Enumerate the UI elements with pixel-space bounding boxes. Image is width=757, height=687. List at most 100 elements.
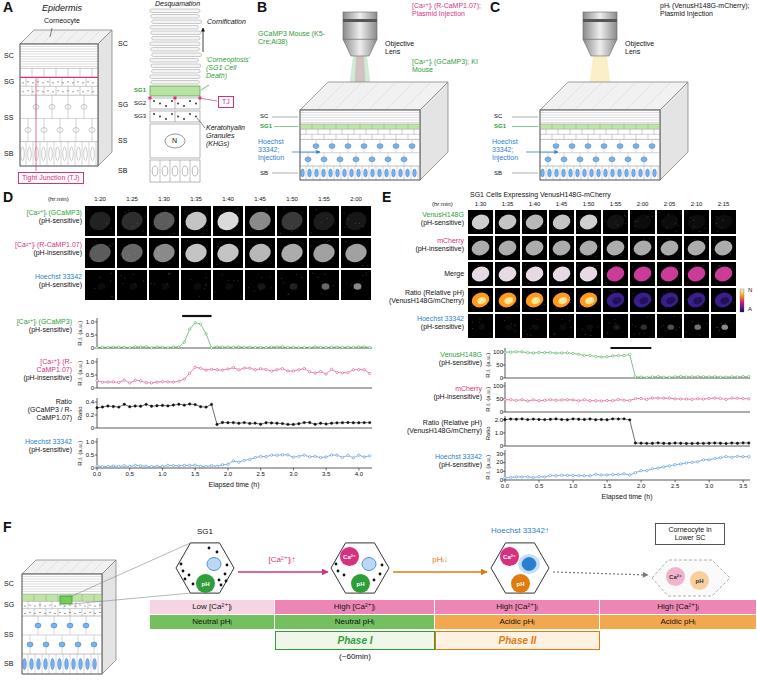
indicator-circle: Ca²⁺ [340, 547, 359, 566]
sg1-layer [300, 124, 420, 129]
data-point [589, 418, 591, 420]
micrograph [495, 314, 520, 338]
figure-label: [Ca²⁺]ᵢ (R-CaMP1.07) [6, 358, 72, 374]
callout-box: TJ [218, 96, 234, 108]
data-point [325, 346, 327, 348]
data-point [725, 455, 727, 457]
leader-line [641, 480, 642, 483]
data-point [249, 422, 251, 424]
leader-line [84, 654, 85, 674]
node-text: Low [Ca²⁺]ᵢ [192, 603, 232, 612]
micrograph [657, 210, 682, 234]
nucleus [409, 144, 415, 149]
data-point [646, 398, 648, 400]
cell-signal [343, 209, 369, 233]
noise-speck [269, 260, 270, 261]
node-text: Acidic pHᵢ [499, 618, 534, 627]
data-point [139, 405, 141, 407]
micrograph [522, 314, 547, 338]
noise-speck [698, 324, 699, 325]
noise-speck [311, 232, 312, 233]
leader-line [94, 594, 95, 601]
figure-label: 0 [91, 345, 94, 352]
data-point [663, 466, 665, 468]
noise-speck [301, 277, 302, 278]
leader-line [505, 480, 506, 483]
keratohyalin-granule [226, 564, 229, 567]
data-point [309, 456, 311, 458]
figure-label: (pH-sensitive) [39, 217, 82, 225]
figure-label: 10 [496, 468, 503, 475]
noise-speck [302, 212, 303, 213]
leader-line [20, 54, 98, 55]
cell-signal [476, 296, 487, 305]
keratohyalin-granule [165, 118, 167, 120]
leader-line [383, 166, 384, 180]
figure-label: 50 [496, 362, 503, 369]
data-point [107, 346, 109, 348]
noise-speck [215, 291, 216, 292]
figure-label: C [490, 0, 500, 16]
noise-speck [206, 285, 207, 286]
data-point [680, 463, 682, 465]
figure-label: 2.0 [637, 483, 645, 490]
micrograph [85, 270, 115, 300]
data-point [210, 464, 212, 466]
cell-signal [686, 290, 708, 310]
data-point [560, 399, 562, 401]
granule [69, 612, 70, 613]
leader-line [20, 51, 98, 52]
leader-line [22, 589, 102, 590]
figure-label: 2:05 [664, 201, 676, 208]
data-point [657, 467, 659, 469]
node-text: Phase II [499, 635, 537, 646]
noise-speck [205, 284, 206, 285]
leader-line [98, 654, 99, 674]
figure-label: SS [4, 631, 13, 639]
noise-speck [579, 305, 580, 306]
data-point [194, 322, 196, 324]
noise-speck [719, 330, 720, 331]
leader-line [326, 468, 327, 471]
figure-label: Cornification [207, 18, 246, 26]
data-point [629, 353, 631, 355]
figure-label: SC [4, 580, 14, 588]
granule [22, 82, 23, 83]
node-text: High [Ca²⁺]ᵢ [657, 603, 699, 612]
leader-line [94, 609, 95, 616]
noise-speck [217, 246, 218, 247]
data-point [330, 368, 332, 370]
nucleus [65, 104, 71, 109]
leader-line [576, 134, 577, 139]
data-point [617, 473, 619, 475]
noise-speck [199, 296, 200, 297]
noise-speck [100, 277, 101, 278]
data-point [238, 346, 240, 348]
leader-line [77, 654, 78, 674]
nucleus [639, 169, 643, 177]
micrograph [495, 262, 520, 286]
data-point [606, 356, 608, 358]
data-point [606, 474, 608, 476]
micrograph [684, 314, 709, 338]
data-point [167, 381, 169, 383]
data-point [189, 464, 191, 466]
noise-speck [366, 272, 367, 273]
figure-label: 0.5 [86, 332, 94, 339]
figure-label: [Ca²⁺]ᵢ (R-CaMP1.07) [15, 241, 82, 249]
nucleus [392, 169, 396, 177]
noise-speck [609, 322, 610, 323]
leader-line [553, 572, 648, 575]
leader-line [658, 166, 659, 180]
state-band: Low [Ca²⁺]ᵢ [150, 600, 275, 614]
noise-speck [366, 274, 367, 275]
data-point [731, 456, 733, 458]
noise-speck [280, 249, 281, 250]
granule [84, 613, 85, 614]
data-point [189, 328, 191, 330]
nucleus [35, 147, 39, 161]
sg-cell [150, 98, 200, 109]
data-point [145, 346, 147, 348]
keratohyalin-granule [153, 113, 155, 115]
noise-speck [725, 323, 726, 324]
